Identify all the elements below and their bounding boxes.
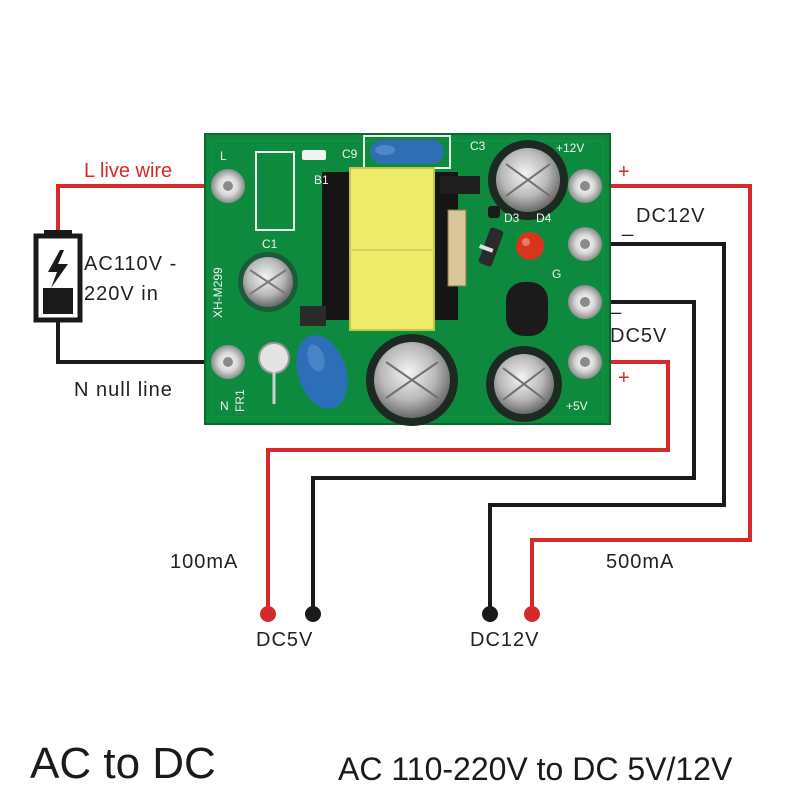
current-12v-label: 500mA <box>606 551 674 573</box>
silk-g: G <box>552 267 561 281</box>
output-pads <box>568 169 602 379</box>
pcb-board: L N +12V +5V C9 C3 B1 C1 D3 D4 G FR1 XH-… <box>204 133 611 426</box>
silk-l: L <box>220 149 227 163</box>
wire-12v-positive <box>530 184 752 612</box>
minus-5v-label: _ <box>609 293 622 315</box>
null-line-label: N null line <box>74 379 173 401</box>
silk-12v: +12V <box>556 141 584 155</box>
capacitor-c1 <box>238 252 298 312</box>
silk-5v: +5V <box>566 399 588 413</box>
wire-live <box>56 184 220 236</box>
dc12v-label: DC12V <box>636 205 705 227</box>
transformer <box>322 167 458 331</box>
input-pads <box>211 169 245 379</box>
silk-fr1: FR1 <box>233 389 247 412</box>
plus-5v-label: + <box>618 367 630 389</box>
voltage-regulator <box>506 282 548 336</box>
wire-null <box>56 318 220 364</box>
source-label-line2: 220V in <box>84 283 159 305</box>
wires <box>56 184 752 612</box>
silk-b1: B1 <box>314 173 329 187</box>
caption-right: AC 110-220V to DC 5V/12V <box>338 751 733 787</box>
terminal-5v-positive <box>260 606 276 622</box>
terminal-5v-label: DC5V <box>256 629 313 651</box>
capacitor-c10 <box>486 346 562 422</box>
silk-d4: D4 <box>536 211 552 225</box>
fuse-resistor <box>258 342 290 374</box>
led-indicator <box>516 232 544 260</box>
source-label-line1: AC110V - <box>84 253 177 275</box>
dc5v-label: DC5V <box>610 325 667 347</box>
silk-model: XH-M299 <box>211 267 225 318</box>
diode <box>478 227 504 267</box>
capacitor-c3 <box>488 140 568 220</box>
terminal-5v-negative <box>305 606 321 622</box>
silk-c9: C9 <box>342 147 358 161</box>
minus-12v-label: _ <box>621 215 634 237</box>
wire-5v-positive <box>266 360 670 612</box>
silk-n: N <box>220 399 229 413</box>
terminal-12v-positive <box>524 606 540 622</box>
terminal-12v-negative <box>482 606 498 622</box>
current-5v-label: 100mA <box>170 551 238 573</box>
silk-c1: C1 <box>262 237 278 251</box>
wire-12v-negative <box>488 242 726 612</box>
live-wire-label: L live wire <box>84 160 172 182</box>
caption-left: AC to DC <box>30 739 216 788</box>
silk-d3: D3 <box>504 211 520 225</box>
capacitor-main <box>366 334 458 426</box>
plus-12v-label: + <box>618 161 630 183</box>
battery-bolt-icon <box>33 230 83 323</box>
terminal-12v-label: DC12V <box>470 629 539 651</box>
silk-c3: C3 <box>470 139 486 153</box>
wire-5v-negative <box>311 300 696 612</box>
